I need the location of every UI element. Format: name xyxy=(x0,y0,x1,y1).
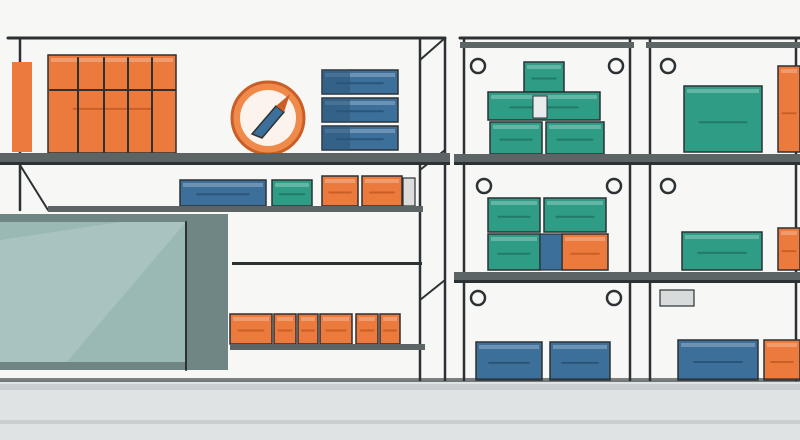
blue-drawer-0-highlight xyxy=(325,73,395,77)
teal-box-ra-low-b-highlight xyxy=(549,125,601,129)
orange-box-low-4-highlight xyxy=(359,317,375,321)
orange-crate-side xyxy=(12,62,32,152)
rack-hook-3 xyxy=(475,177,493,195)
teal-box-mid-highlight xyxy=(275,183,309,187)
blue-box-rb-low-highlight xyxy=(681,343,755,347)
blue-drawer-front-1 xyxy=(322,98,350,122)
blue-panel-ra xyxy=(539,233,563,271)
orange-box-low-0-highlight xyxy=(233,317,269,321)
rack-hook-0 xyxy=(469,57,487,75)
left-rack-brace-top xyxy=(419,37,446,61)
rack-hook-4 xyxy=(605,177,623,195)
floor-stripe-lower xyxy=(0,420,800,424)
teal-box-rb-mid xyxy=(681,231,763,271)
left-rack-brace-low xyxy=(419,279,446,301)
left-lower-rail xyxy=(232,262,422,265)
glass-reflection xyxy=(0,222,186,370)
left-lower-shelf xyxy=(230,344,425,350)
counter-base xyxy=(0,362,186,370)
orange-box-mid-a-highlight xyxy=(325,179,355,183)
rack-bracket xyxy=(659,289,695,307)
blue-box-mid-highlight xyxy=(183,183,263,187)
counter-side xyxy=(186,222,228,370)
right-rack-b-top-shelf xyxy=(646,42,800,48)
rack-hook-6 xyxy=(469,289,487,307)
left-middle-shelf xyxy=(48,206,423,212)
orange-box-low-2-highlight xyxy=(301,317,315,321)
teal-box-ra-mid-b xyxy=(543,197,607,233)
left-upper-shelf-edge xyxy=(0,162,450,165)
teal-box-ra-mid-b-highlight xyxy=(547,201,603,205)
orange-crate xyxy=(47,54,177,154)
right-shelf-1-edge xyxy=(454,162,800,165)
right-shelf-2 xyxy=(454,272,800,280)
rack-hook-7 xyxy=(605,289,623,307)
orange-box-rb-top xyxy=(777,65,800,153)
small-box-mid xyxy=(402,177,416,207)
label-ra xyxy=(532,95,548,119)
right-rack-a-top-shelf xyxy=(460,42,634,48)
counter-top xyxy=(0,214,228,222)
orange-crate-highlight xyxy=(51,58,173,62)
blue-box-ra-low-b xyxy=(549,341,611,381)
orange-box-rb-top-highlight xyxy=(781,69,797,73)
clock-hand-tip xyxy=(276,94,290,112)
blue-box-ra-low-b-highlight xyxy=(553,345,607,349)
orange-box-low-5-highlight xyxy=(383,317,397,321)
orange-box-rb-mid-highlight xyxy=(781,231,797,235)
teal-box-ra-low-a-highlight xyxy=(493,125,539,129)
orange-box-low-3-highlight xyxy=(323,317,349,321)
teal-box-ra-top-highlight xyxy=(527,65,561,69)
rack-hook-2 xyxy=(659,57,677,75)
teal-box-rb-mid-highlight xyxy=(685,235,759,239)
teal-box-ra-mid-c-highlight xyxy=(491,237,537,241)
teal-box-rb-top xyxy=(683,85,763,153)
teal-box-ra-low-a xyxy=(489,121,543,155)
blue-drawer-1-highlight xyxy=(325,101,395,105)
teal-box-mid xyxy=(271,179,313,207)
orange-box-rb-low-highlight xyxy=(767,343,797,347)
blue-drawer-front-0 xyxy=(322,70,350,94)
teal-box-ra-mid-a xyxy=(487,197,541,233)
floor-baseline xyxy=(0,378,800,382)
blue-box-ra-low-a-highlight xyxy=(479,345,539,349)
blue-drawer-front-2 xyxy=(322,126,350,150)
floor-stripe xyxy=(0,384,800,390)
rack-hook-1 xyxy=(607,57,625,75)
teal-box-ra-mid-c xyxy=(487,233,541,271)
orange-box-low-1-highlight xyxy=(277,317,293,321)
orange-box-mid-b-highlight xyxy=(365,179,399,183)
blue-box-mid xyxy=(179,179,267,207)
blue-box-ra-low-a xyxy=(475,341,543,381)
rack-hook-5 xyxy=(659,177,677,195)
blue-drawer-2-highlight xyxy=(325,129,395,133)
orange-box-ra-mid-highlight xyxy=(565,237,605,241)
right-shelf-1 xyxy=(454,154,800,162)
orange-box-rb-mid xyxy=(777,227,800,271)
teal-box-ra-mid-a-highlight xyxy=(491,201,537,205)
teal-box-rb-top-highlight xyxy=(687,89,759,93)
left-upper-shelf xyxy=(0,153,450,162)
left-rack-brace-under xyxy=(19,164,49,211)
right-shelf-2-edge xyxy=(454,280,800,283)
